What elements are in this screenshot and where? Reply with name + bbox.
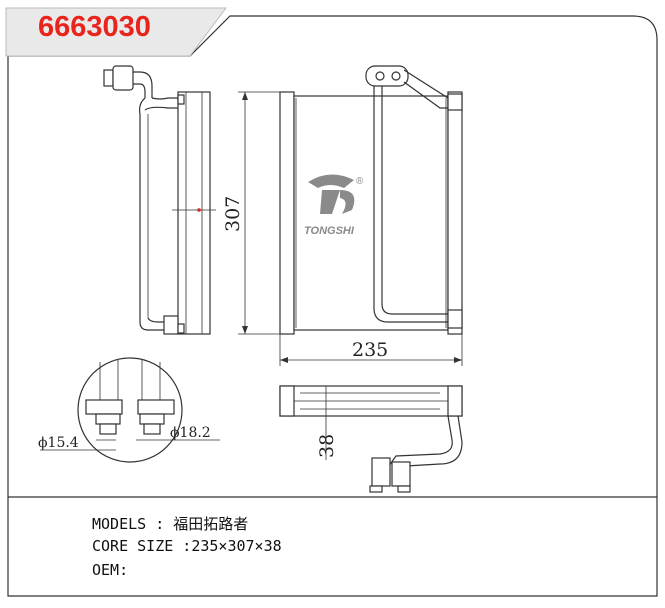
- outlet-diameter-label: ϕ18.2: [170, 425, 211, 441]
- oem-label: OEM:: [92, 561, 129, 579]
- models-value: 福田拓路者: [173, 515, 249, 533]
- logo-text: TONGSHI: [304, 225, 355, 237]
- height-dimension-label: 307: [222, 196, 244, 232]
- oem-row: OEM:: [92, 561, 128, 579]
- depth-dimension-label: 38: [316, 434, 338, 458]
- fitting-detail: [40, 357, 220, 463]
- width-dimension: [279, 334, 463, 366]
- part-number: 6663030: [38, 11, 151, 43]
- side-view: [103, 65, 216, 335]
- models-row: MODELS : 福田拓路者: [92, 513, 248, 534]
- inlet-diameter-label: ϕ15.4: [38, 435, 79, 451]
- logo-mark: [308, 174, 354, 188]
- core-size-row: CORE SIZE :235×307×38: [92, 537, 282, 555]
- part-number-tab: [5, 7, 227, 57]
- registered-mark: ®: [356, 176, 364, 187]
- front-view: [279, 65, 463, 335]
- core-size-label: CORE SIZE :: [92, 537, 192, 555]
- core-size-value: 235×307×38: [191, 537, 282, 555]
- top-view: [279, 385, 463, 493]
- depth-dimension: [280, 385, 330, 460]
- width-dimension-label: 235: [352, 339, 388, 361]
- tongshi-logo: TONGSHI ®: [304, 174, 364, 237]
- models-label: MODELS :: [92, 515, 174, 533]
- sheet-frame: [7, 15, 658, 597]
